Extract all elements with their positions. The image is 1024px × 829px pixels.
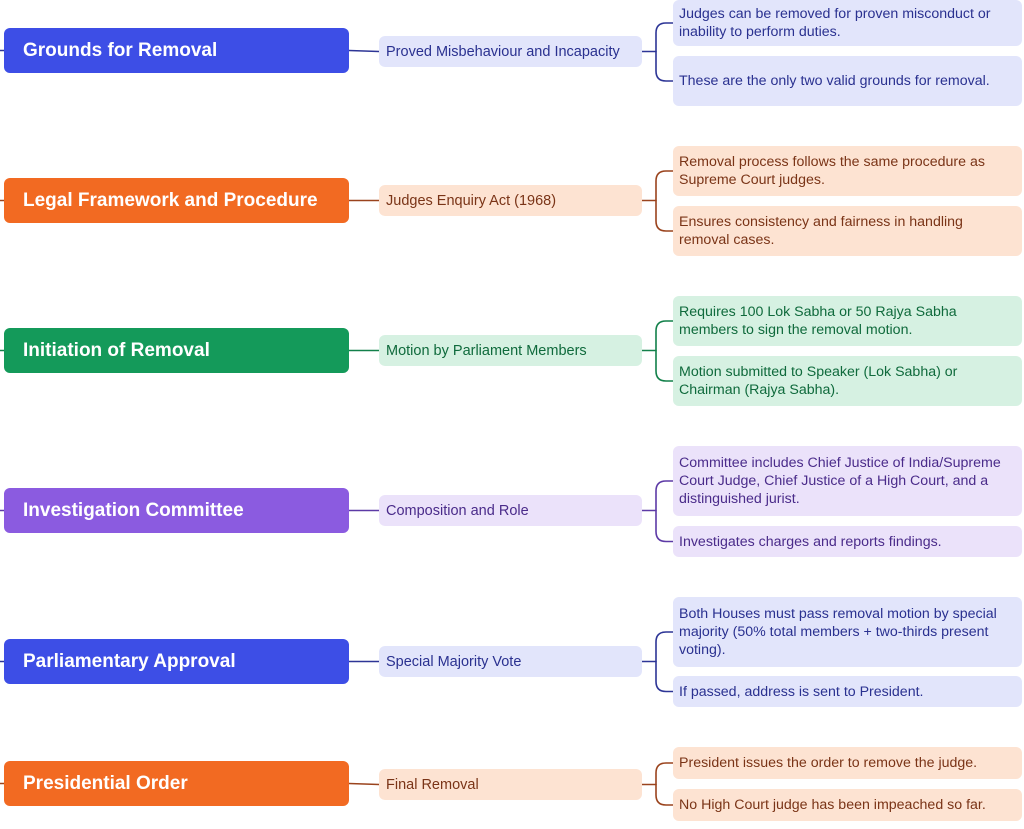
sub-node[interactable]: Composition and Role — [379, 495, 642, 526]
detail-node[interactable]: Both Houses must pass removal motion by … — [673, 597, 1022, 667]
main-node[interactable]: Grounds for Removal — [4, 28, 349, 73]
main-node[interactable]: Legal Framework and Procedure — [4, 178, 349, 223]
sub-to-detail-connector — [655, 170, 674, 232]
main-node[interactable]: Investigation Committee — [4, 488, 349, 533]
sub-to-detail-connector — [655, 320, 674, 382]
sub-to-detail-connector — [655, 762, 674, 806]
detail-node[interactable]: Motion submitted to Speaker (Lok Sabha) … — [673, 356, 1022, 406]
detail-node[interactable]: No High Court judge has been impeached s… — [673, 789, 1022, 821]
detail-node[interactable]: Requires 100 Lok Sabha or 50 Rajya Sabha… — [673, 296, 1022, 346]
sub-to-detail-connector — [655, 480, 674, 543]
main-to-sub-connector — [348, 782, 380, 786]
sub-to-detail-connector — [655, 631, 674, 693]
detail-node[interactable]: President issues the order to remove the… — [673, 747, 1022, 779]
detail-node[interactable]: Investigates charges and reports finding… — [673, 526, 1022, 557]
detail-node[interactable]: Judges can be removed for proven miscond… — [673, 0, 1022, 46]
sub-node[interactable]: Motion by Parliament Members — [379, 335, 642, 366]
detail-node[interactable]: These are the only two valid grounds for… — [673, 56, 1022, 106]
detail-node[interactable]: If passed, address is sent to President. — [673, 676, 1022, 707]
main-node[interactable]: Presidential Order — [4, 761, 349, 806]
sub-to-detail-connector — [655, 22, 674, 82]
detail-node[interactable]: Committee includes Chief Justice of Indi… — [673, 446, 1022, 516]
detail-node[interactable]: Ensures consistency and fairness in hand… — [673, 206, 1022, 256]
detail-node[interactable]: Removal process follows the same procedu… — [673, 146, 1022, 196]
main-to-sub-connector — [348, 49, 380, 53]
sub-node[interactable]: Proved Misbehaviour and Incapacity — [379, 36, 642, 67]
sub-node[interactable]: Final Removal — [379, 769, 642, 800]
sub-node[interactable]: Judges Enquiry Act (1968) — [379, 185, 642, 216]
main-node[interactable]: Initiation of Removal — [4, 328, 349, 373]
main-node[interactable]: Parliamentary Approval — [4, 639, 349, 684]
sub-node[interactable]: Special Majority Vote — [379, 646, 642, 677]
